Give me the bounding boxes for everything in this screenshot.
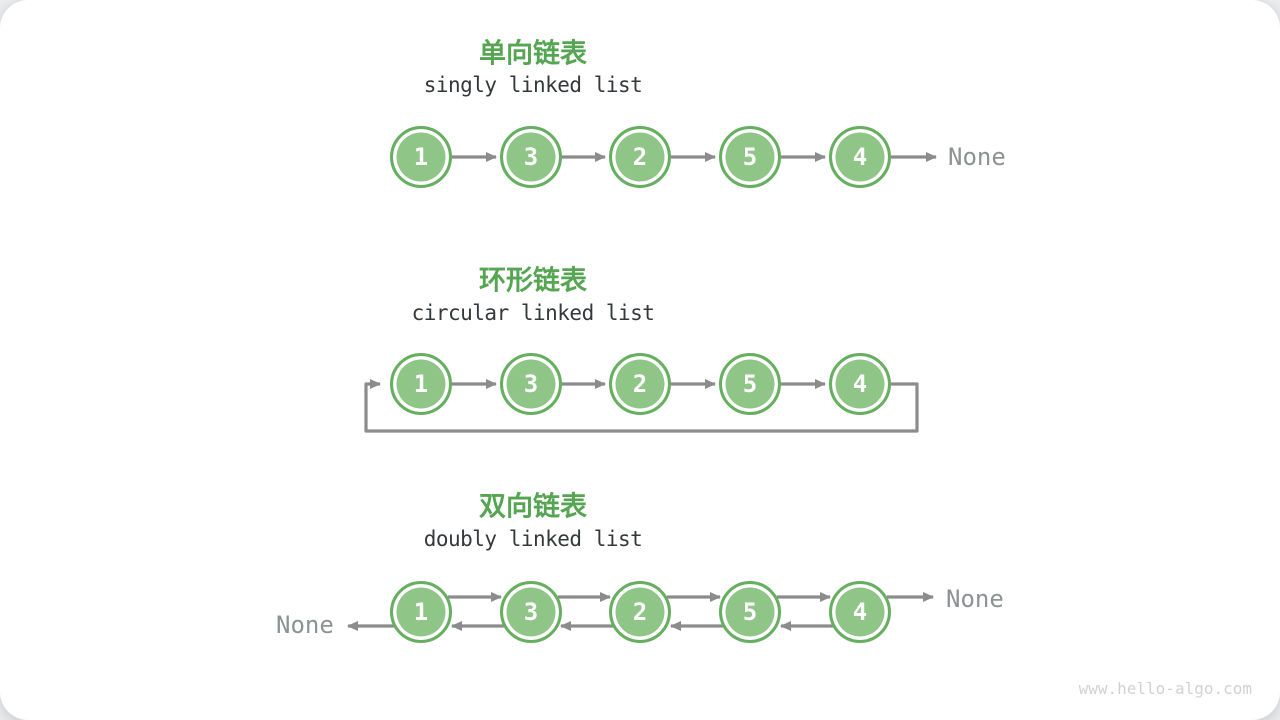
node-value: 1	[413, 598, 429, 626]
node-value: 3	[523, 143, 539, 171]
node-value: 1	[413, 370, 429, 398]
node-value: 4	[852, 143, 868, 171]
circular-node-3: 5	[719, 353, 781, 415]
singly-node-2: 2	[609, 126, 671, 188]
node-value: 3	[523, 598, 539, 626]
doubly-node-1: 3	[500, 581, 562, 643]
node-value: 2	[632, 143, 648, 171]
node-value: 5	[742, 598, 758, 626]
circular-node-4: 4	[829, 353, 891, 415]
node-value: 2	[632, 598, 648, 626]
node-value: 4	[852, 598, 868, 626]
singly-node-0: 1	[390, 126, 452, 188]
node-value: 3	[523, 370, 539, 398]
section-title-doubly: 双向链表	[479, 491, 587, 523]
singly-node-4: 4	[829, 126, 891, 188]
node-value: 5	[742, 143, 758, 171]
watermark: www.hello-algo.com	[1078, 679, 1252, 698]
circular-node-2: 2	[609, 353, 671, 415]
doubly-node-3: 5	[719, 581, 781, 643]
singly-node-1: 3	[500, 126, 562, 188]
node-value: 2	[632, 370, 648, 398]
singly-node-3: 5	[719, 126, 781, 188]
circular-node-1: 3	[500, 353, 562, 415]
doubly-node-0: 1	[390, 581, 452, 643]
none-label-doubly-head: None	[276, 611, 334, 639]
node-value: 5	[742, 370, 758, 398]
doubly-node-2: 2	[609, 581, 671, 643]
section-subtitle-doubly: doubly linked list	[423, 527, 643, 551]
circular-node-0: 1	[390, 353, 452, 415]
section-title-circular: 环形链表	[479, 265, 587, 297]
section-subtitle-circular: circular linked list	[411, 301, 655, 325]
none-label-doubly-tail: None	[946, 585, 1004, 613]
section-subtitle-singly: singly linked list	[423, 73, 643, 97]
section-title-singly: 单向链表	[479, 38, 587, 70]
none-label-singly-tail: None	[948, 143, 1006, 171]
node-value: 1	[413, 143, 429, 171]
node-value: 4	[852, 370, 868, 398]
doubly-node-4: 4	[829, 581, 891, 643]
